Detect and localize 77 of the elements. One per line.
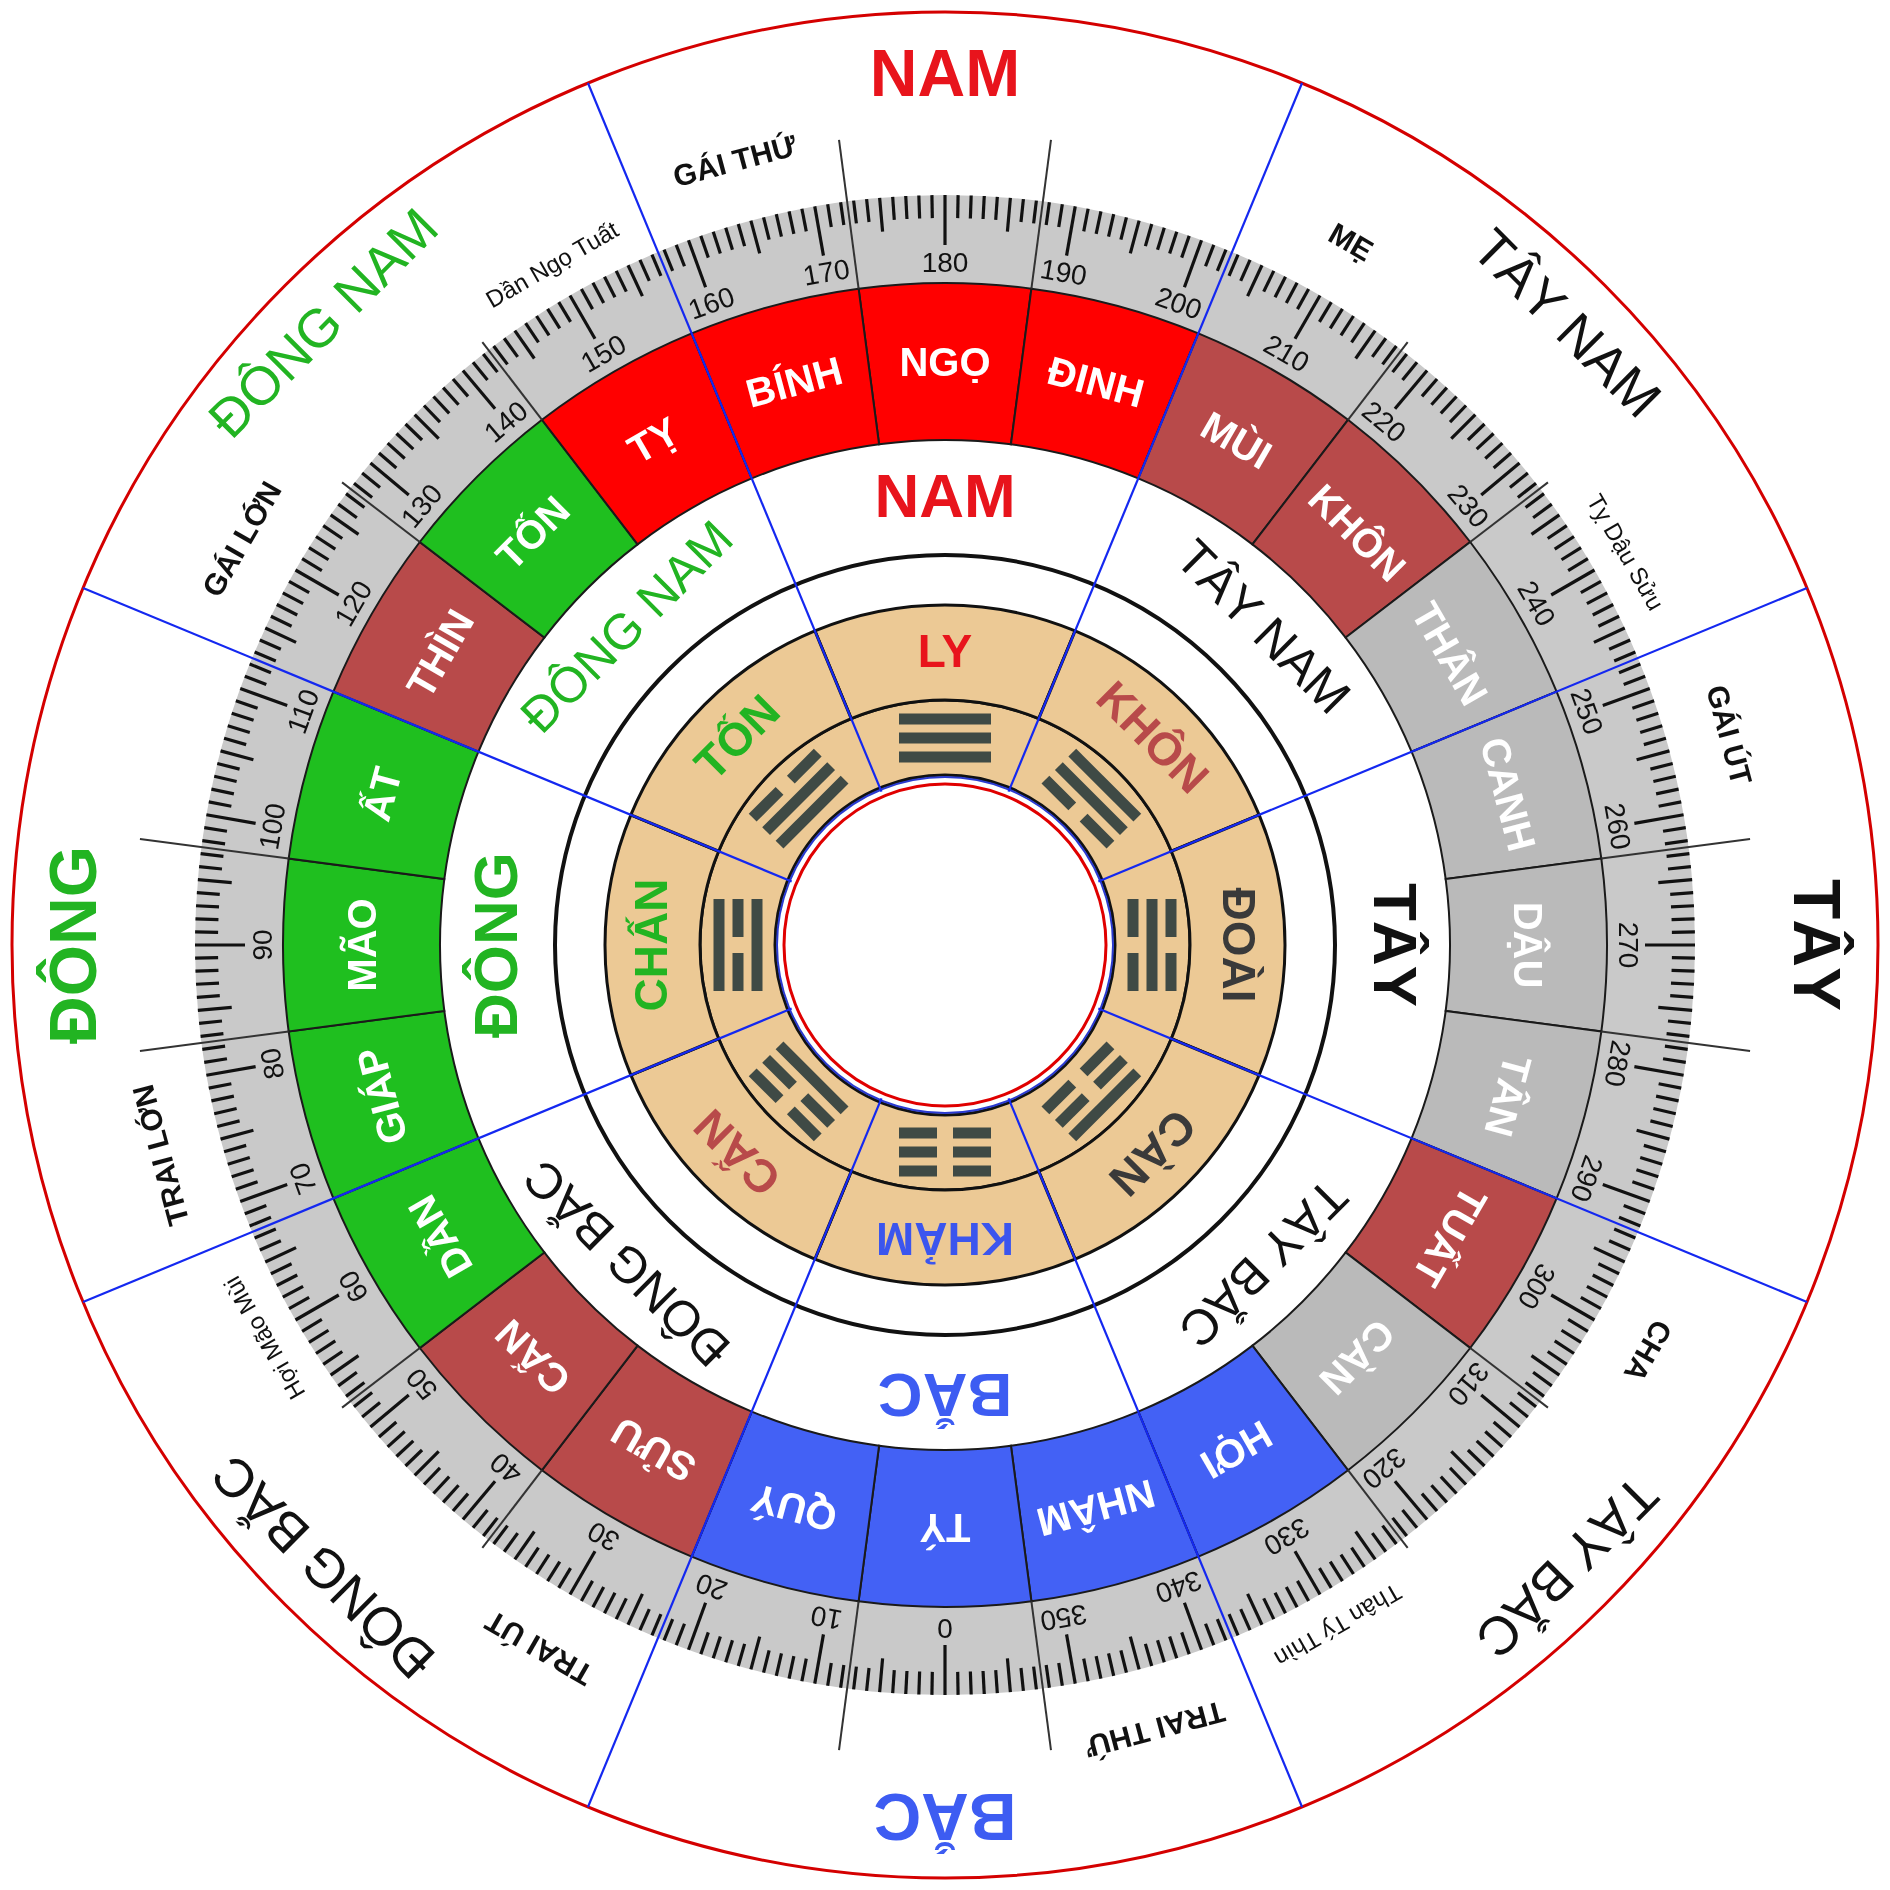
mountain-label: GIÁP	[347, 1042, 416, 1149]
mountain-label: HỢI	[1193, 1412, 1280, 1488]
degree-number: 10	[808, 1599, 845, 1636]
direction-label: BẮC	[877, 1360, 1013, 1430]
degree-number: 190	[1037, 253, 1090, 292]
mountain-label: MÙI	[1193, 402, 1280, 478]
mountain-label: BÍNH	[741, 347, 848, 416]
mountain-sector	[857, 1444, 1033, 1608]
mountain-sector	[1444, 857, 1608, 1033]
degree-number: 350	[1037, 1598, 1090, 1637]
degree-number: 240	[1511, 575, 1562, 632]
direction-label: TÂY	[1780, 879, 1854, 1011]
trigram-label: CHẤN	[625, 878, 677, 1012]
direction-label: BẮC	[873, 1780, 1017, 1854]
degree-number: 280	[1598, 1037, 1637, 1090]
degree-number: 290	[1564, 1151, 1610, 1206]
family-label: TRAI LỚN	[126, 1081, 196, 1229]
family-label: GÁI THỨ	[669, 128, 801, 193]
degree-number: 90	[246, 929, 278, 961]
degree-number: 100	[253, 800, 292, 853]
degree-number: 150	[575, 328, 632, 379]
degree-number: 30	[582, 1515, 625, 1558]
degree-number: 210	[1258, 328, 1315, 379]
mountain-label: ẤT	[353, 762, 410, 826]
family-label: TRAI THỨ	[1081, 1694, 1229, 1764]
degree-number: 250	[1564, 684, 1610, 739]
degree-number: 330	[1258, 1511, 1315, 1562]
degree-number: 40	[484, 1446, 528, 1491]
family-label: MẸ	[1323, 216, 1379, 268]
degree-number: 260	[1598, 800, 1637, 853]
degree-number: 130	[394, 478, 449, 534]
direction-label: TÂY	[1360, 883, 1430, 1007]
direction-label: NAM	[874, 460, 1016, 530]
mountain-label: QUÝ	[746, 1475, 842, 1541]
triad-label: Dần Ngọ Tuất	[481, 215, 623, 313]
degree-number: 340	[1151, 1564, 1206, 1610]
mountain-label: SỬU	[604, 1408, 703, 1492]
mountain-sector	[857, 282, 1033, 446]
family-label: GÁI ÚT	[1700, 681, 1759, 789]
mountain-sector	[1009, 1410, 1200, 1603]
mountain-label: TỴ	[620, 408, 687, 472]
mountain-label: ĐINH	[1042, 347, 1149, 416]
degree-number: 300	[1511, 1258, 1562, 1315]
degree-number: 230	[1441, 478, 1496, 534]
degree-number: 50	[399, 1362, 444, 1406]
degree-number: 140	[478, 394, 534, 449]
degree-number: 20	[691, 1566, 732, 1607]
mountain-label: CANH	[1471, 732, 1545, 856]
degree-number: 200	[1151, 280, 1206, 326]
degree-number: 110	[281, 685, 326, 738]
degree-number: 0	[937, 1612, 953, 1644]
degree-number: 70	[283, 1158, 324, 1199]
mountain-label: NGỌ	[899, 340, 991, 384]
direction-label: ĐÔNG	[36, 846, 110, 1044]
mountain-label: MÃO	[340, 898, 384, 992]
degree-number: 220	[1356, 394, 1412, 449]
trigram-label: ĐOÀI	[1213, 887, 1265, 1003]
degree-number: 60	[332, 1265, 375, 1308]
trigram-label: LY	[917, 625, 973, 677]
degree-number: 120	[328, 575, 379, 632]
degree-number: 170	[800, 253, 853, 292]
degree-number: 80	[254, 1045, 291, 1082]
degree-number: 160	[684, 280, 739, 326]
triad-label: Thân Tý Thìn	[1269, 1578, 1407, 1673]
direction-label: ĐÔNG	[460, 852, 530, 1038]
mountain-label: NHÂM	[1032, 1471, 1160, 1545]
degree-number: 270	[1612, 921, 1644, 969]
mountain-sector	[282, 857, 446, 1033]
degree-number: 310	[1441, 1356, 1496, 1412]
degree-number: 180	[921, 246, 969, 278]
degree-number: 320	[1356, 1441, 1412, 1496]
mountain-label: TÂN	[1476, 1050, 1541, 1142]
trigram-sector	[813, 604, 1077, 721]
mountain-label: TÝ	[919, 1506, 971, 1550]
direction-label: NAM	[869, 36, 1021, 110]
mountain-label: DẬU	[1506, 901, 1550, 989]
trigram-label: KHẢM	[876, 1213, 1014, 1265]
